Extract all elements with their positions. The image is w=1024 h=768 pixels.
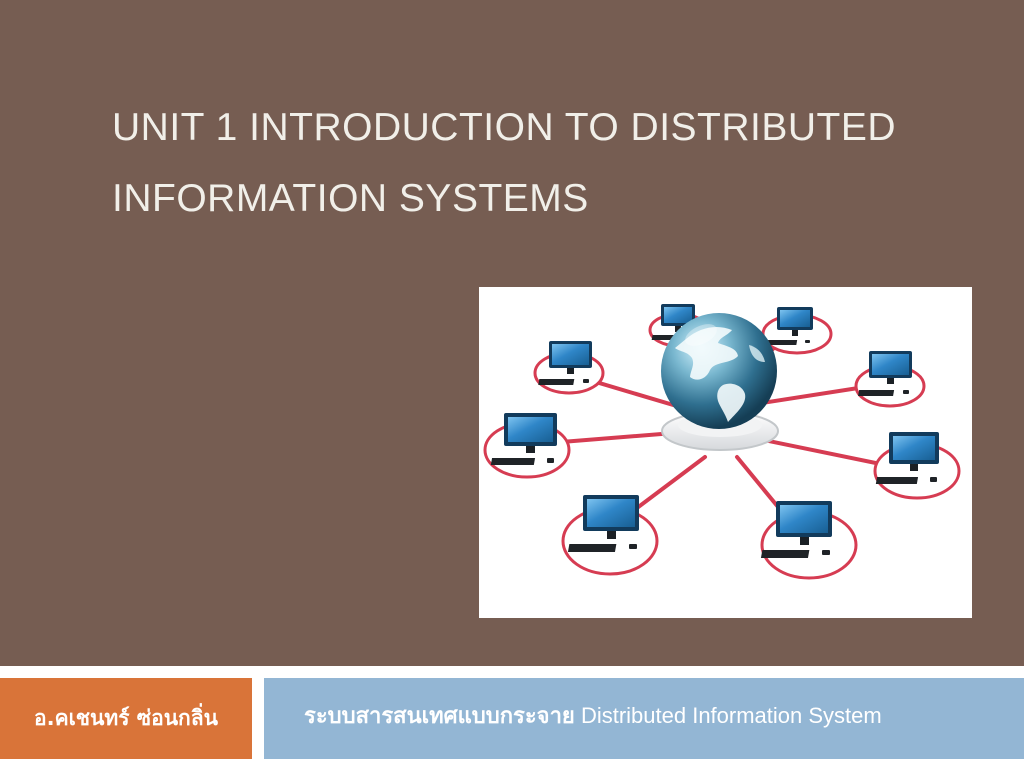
course-title-english: Distributed Information System [580, 703, 882, 728]
footer-instructor-box: อ.คเชนทร์ ซ่อนกลิ่น [0, 678, 252, 759]
slide-title: Unit 1 Introduction to Distributed Infor… [112, 106, 897, 220]
network-illustration [479, 287, 972, 618]
content-area: Unit 1 Introduction to Distributed Infor… [0, 0, 1024, 666]
course-title-thai: ระบบสารสนเทศแบบกระจาย [304, 704, 575, 729]
globe-hub [661, 313, 779, 451]
instructor-name: อ.คเชนทร์ ซ่อนกลิ่น [33, 706, 219, 730]
computers [490, 304, 939, 558]
footer-course-box: ระบบสารสนเทศแบบกระจาย Distributed Inform… [264, 678, 1024, 759]
network-globe-computers-icon [479, 287, 972, 618]
